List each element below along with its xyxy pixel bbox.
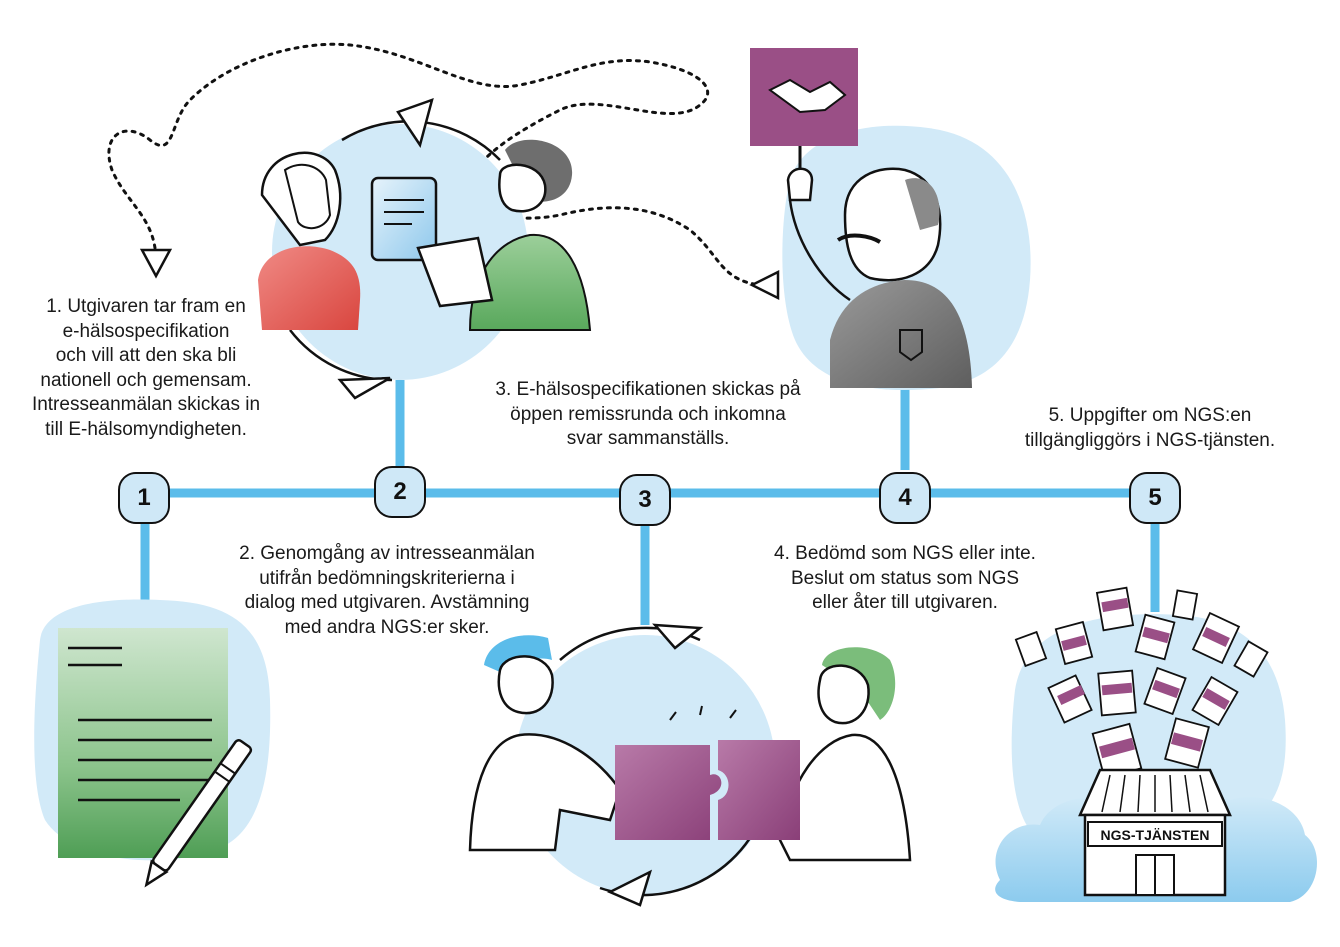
step-node-2: 2 [374, 466, 426, 518]
step-3-line: 3. E-hälsospecifikationen skickas på [495, 379, 801, 400]
step-1-line: Intresseanmälan skickas in [31, 394, 261, 415]
step-2-line: med andra NGS:er sker. [284, 616, 490, 638]
step-5-line: tillgängliggörs i NGS-tjänsten. [1024, 429, 1276, 451]
step-node-4: 4 [879, 472, 931, 524]
two-people-joining-puzzle-icon [468, 623, 912, 907]
step-5-line: 5. Uppgifter om NGS:en [1048, 405, 1252, 426]
step-4-line: eller åter till utgivaren. [812, 592, 998, 613]
ngs-service-building-icon: NGS-TJÄNSTEN [995, 586, 1317, 902]
step-node-5: 5 [1129, 472, 1181, 524]
step-4-line: 4. Bedömd som NGS eller inte. [774, 543, 1036, 564]
step-1-line: 1. Utgivaren tar fram en [46, 296, 246, 317]
step-2-text: 2. Genomgång av intresseanmälan utifrån … [222, 542, 552, 640]
man-holding-handshake-sign-icon [750, 48, 1031, 391]
step-4-text: 4. Bedömd som NGS eller inte. Beslut om … [760, 542, 1050, 616]
step-5-text: 5. Uppgifter om NGS:en tillgängliggörs i… [1000, 404, 1300, 453]
step-1-line: nationell och gemensam. [40, 369, 252, 391]
step-2-line: utifrån bedömningskriterierna i [259, 567, 515, 589]
arrowhead-left-icon [749, 269, 780, 301]
step-node-1: 1 [118, 472, 170, 524]
document-and-pen-icon [34, 599, 271, 888]
building-sign: NGS-TJÄNSTEN [1101, 827, 1210, 843]
step-3-line: svar sammanställs. [566, 428, 730, 449]
dotted-path [107, 42, 762, 287]
step-2-line: dialog med utgivaren. Avstämning [244, 592, 530, 613]
arrowhead-down-icon [139, 248, 173, 279]
step-3-line: öppen remissrunda och inkomna [510, 403, 786, 425]
step-node-3: 3 [619, 474, 671, 526]
step-1-line: till E-hälsomyndigheten. [45, 418, 247, 440]
step-1-text: 1. Utgivaren tar fram en e-hälsospecifik… [22, 295, 270, 442]
step-2-line: 2. Genomgång av intresseanmälan [239, 543, 535, 564]
two-people-reviewing-tablet-icon [258, 98, 592, 400]
step-1-line: e-hälsospecifikation [62, 320, 230, 342]
step-1-line: och vill att den ska bli [55, 345, 237, 366]
step-4-line: Beslut om status som NGS [790, 567, 1020, 589]
step-3-text: 3. E-hälsospecifikationen skickas på öpp… [478, 378, 818, 452]
